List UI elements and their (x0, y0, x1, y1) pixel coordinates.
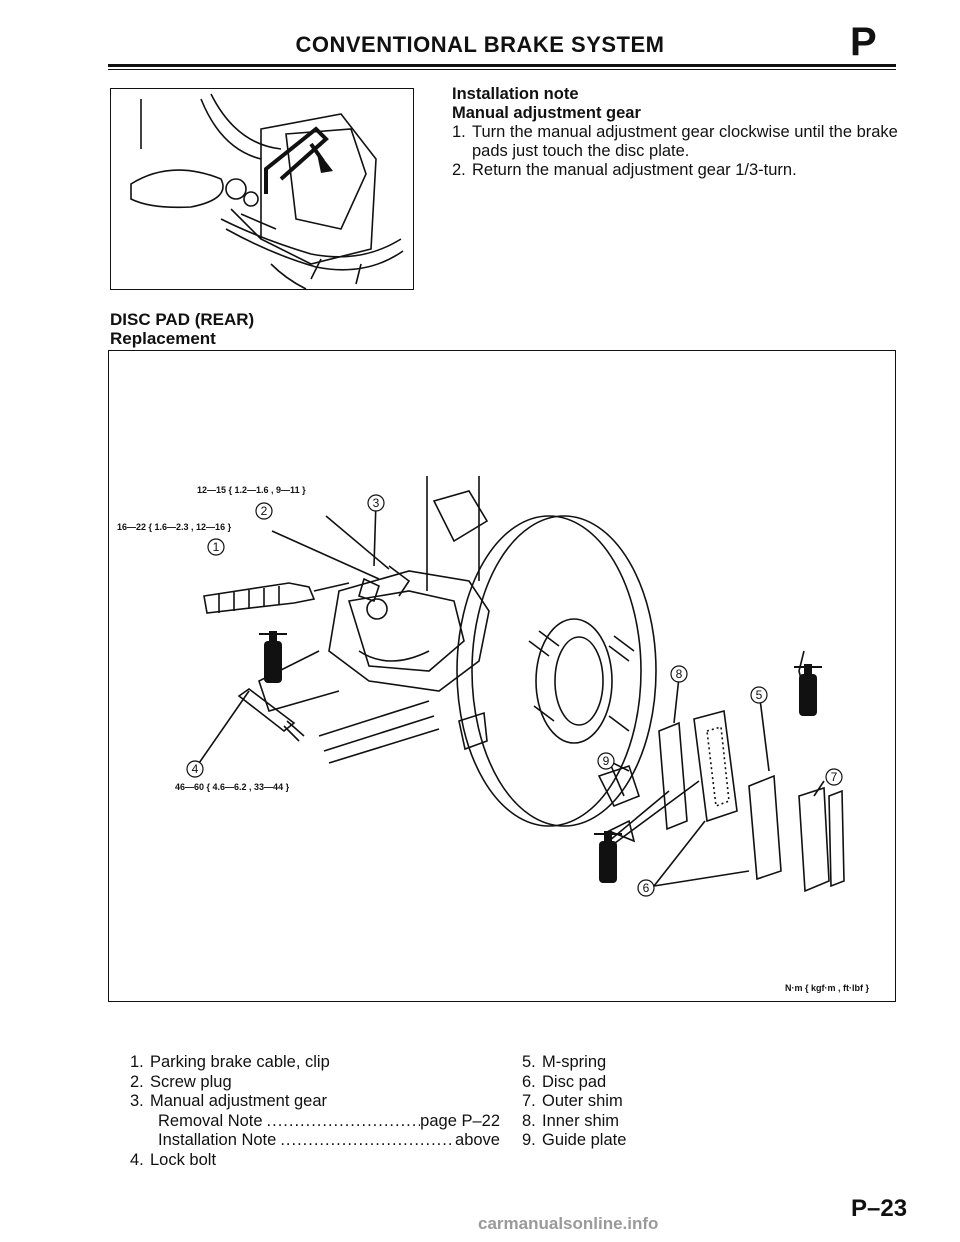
svg-text:3: 3 (373, 496, 380, 510)
section-subtitle: Replacement (110, 329, 216, 348)
exploded-view-drawing: 12—15 { 1.2—1.6 , 9—11 } 16—22 { 1.6—2.3… (117, 476, 869, 993)
step-number: 2. (452, 161, 466, 179)
header-rule (108, 64, 896, 67)
installation-note-subheading: Manual adjustment gear (452, 104, 641, 122)
callout-6: 6 (637, 879, 655, 897)
torque-spec-lock-bolt: 46—60 { 4.6—6.2 , 33—44 } (175, 782, 290, 792)
grease-can-icon (259, 631, 287, 683)
callout-7: 7 (825, 768, 843, 786)
legend-item: 1.Parking brake cable, clip (130, 1053, 330, 1071)
section-title: DISC PAD (REAR) (110, 310, 255, 329)
torque-units: N·m { kgf·m , ft·lbf } (785, 983, 869, 993)
svg-text:2: 2 (261, 504, 268, 518)
adjustment-gear-illustration (110, 88, 414, 290)
step-number: 1. (452, 123, 466, 141)
page-header-title: CONVENTIONAL BRAKE SYSTEM (295, 32, 665, 57)
step-text: Return the manual adjustment gear 1/3-tu… (472, 161, 797, 179)
disc-pad-exploded-diagram: 12—15 { 1.2—1.6 , 9—11 } 16—22 { 1.6—2.3… (108, 350, 896, 1002)
header-rule-thin (108, 69, 896, 70)
installation-steps: 1. Turn the manual adjustment gear clock… (452, 123, 900, 180)
legend-item: 2.Screw plug (130, 1072, 232, 1091)
torque-spec-cable: 16—22 { 1.6—2.3 , 12—16 } (117, 522, 232, 532)
parts-legend-left: 1.Parking brake cable, clip 2.Screw plug… (130, 1053, 500, 1170)
legend-item: 3.Manual adjustment gear (130, 1092, 328, 1110)
svg-text:6: 6 (643, 881, 650, 895)
adjustment-gear-drawing (130, 93, 404, 290)
installation-step: 2. Return the manual adjustment gear 1/3… (452, 161, 900, 180)
callout-5: 5 (750, 686, 768, 704)
installation-note-heading: Installation note (452, 85, 579, 103)
legend-item: 8.Inner shim (522, 1111, 620, 1130)
section-letter: P (850, 20, 877, 64)
legend-item: 7.Outer shim (522, 1092, 623, 1110)
parts-legend-right: 5.M-spring 6.Disc pad 7.Outer shim 8.Inn… (522, 1053, 626, 1151)
legend-item: 6.Disc pad (522, 1072, 607, 1091)
svg-text:1: 1 (213, 540, 220, 554)
svg-text:8: 8 (676, 667, 683, 681)
page-number: P–23 (851, 1195, 908, 1222)
watermark: carmanualsonline.info (478, 1214, 659, 1233)
svg-text:5: 5 (756, 688, 763, 702)
svg-text:9: 9 (603, 754, 610, 768)
section-heading: DISC PAD (REAR) Replacement (110, 310, 254, 348)
torque-spec-screw-plug: 12—15 { 1.2—1.6 , 9—11 } (197, 485, 306, 495)
grease-can-icon (794, 664, 822, 716)
callout-9: 9 (597, 752, 615, 770)
svg-text:7: 7 (831, 770, 838, 784)
legend-item: 9.Guide plate (522, 1131, 627, 1149)
callout-1: 1 (207, 538, 225, 556)
legend-reference: Installation Note ......................… (158, 1131, 500, 1149)
legend-item: 4.Lock bolt (130, 1150, 217, 1169)
installation-step: 1. Turn the manual adjustment gear clock… (452, 123, 900, 161)
svg-text:4: 4 (192, 762, 199, 776)
installation-note: Installation note Manual adjustment gear… (452, 85, 900, 180)
callout-3: 3 (367, 494, 385, 512)
step-text: Turn the manual adjustment gear clockwis… (472, 123, 898, 160)
legend-reference: Removal Note ...........................… (158, 1111, 500, 1130)
grease-can-icon (594, 831, 622, 883)
legend-item: 5.M-spring (522, 1053, 607, 1071)
callout-2: 2 (255, 502, 273, 520)
callout-8: 8 (670, 665, 688, 683)
callout-4: 4 (186, 760, 204, 778)
